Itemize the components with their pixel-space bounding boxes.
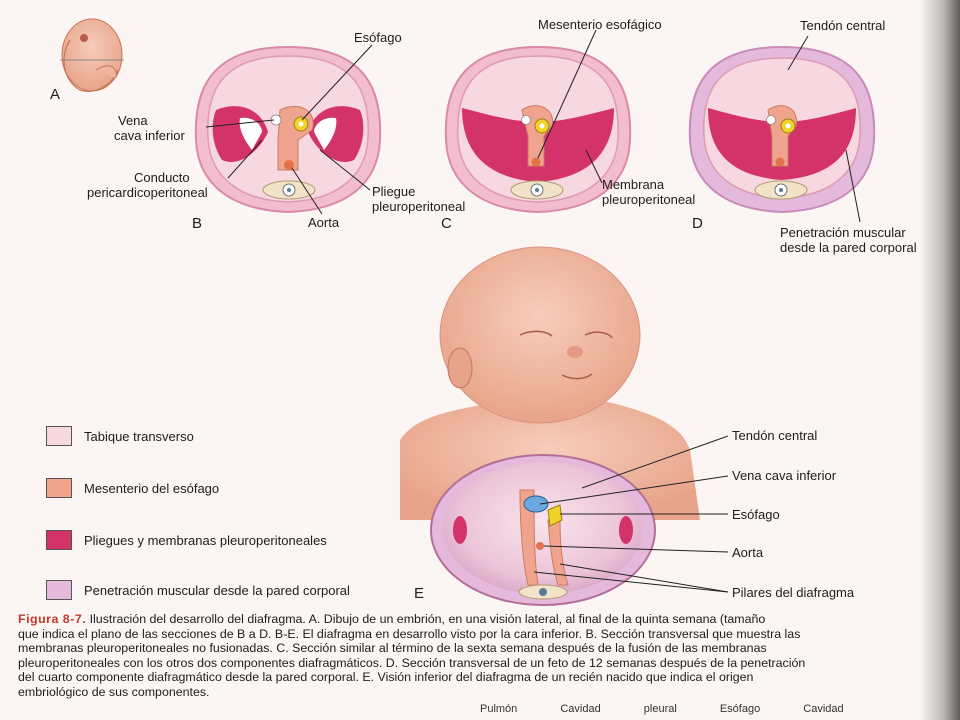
label-vena-cava-e: Vena cava inferior (732, 468, 837, 483)
label-aorta-e: Aorta (732, 545, 764, 560)
figure-caption: Figura 8-7. Ilustración del desarrollo d… (18, 612, 938, 700)
panel-letter-e: E (414, 585, 425, 602)
caption-line: del cuarto componente diafragmático desd… (18, 670, 754, 685)
legend-swatch (46, 580, 72, 600)
label-aorta-b: Aorta (308, 215, 340, 230)
panel-letter-c: C (441, 215, 452, 232)
label-pliegue-b-2: pleuroperitoneal (372, 199, 466, 214)
label-penetracion-d-1: Penetración muscular (780, 225, 906, 240)
caption-line: que indica el plano de las secciones de … (18, 626, 801, 641)
label-esofago-e: Esófago (732, 507, 780, 522)
label-pilares-e: Pilares del diafragma (732, 585, 855, 600)
section-diagram-c (444, 45, 632, 214)
label-conducto-b-2: pericardicoperitoneal (87, 185, 208, 200)
section-diagram-d (688, 45, 876, 214)
label-tendon-d: Tendón central (800, 18, 886, 33)
caption-line: membranas pleuroperitoneales no fusionad… (18, 641, 767, 656)
label-mesenterio-c: Mesenterio esofágico (538, 17, 662, 32)
label-conducto-b-1: Conducto (134, 170, 190, 185)
page-edge-shadow (920, 0, 960, 720)
panel-letter-a: A (50, 86, 61, 103)
caption-text: Ilustración del desarrollo del diafragma… (89, 612, 766, 626)
legend-item-tabique: Tabique transverso (46, 426, 194, 446)
next-page-strip: Pulmón Cavidad pleural Esófago Cavidad (480, 703, 844, 715)
newborn-drawing-e (400, 246, 700, 606)
embryo-drawing-a (60, 18, 124, 92)
caption-line: Figura 8-7. Ilustración del desarrollo d… (18, 612, 938, 627)
caption-figure-label: Figura 8-7. (18, 612, 87, 626)
legend-label: Tabique transverso (84, 428, 194, 444)
legend-item-pliegues: Pliegues y membranas pleuroperitoneales (46, 530, 327, 550)
label-membrana-c-1: Membrana (602, 177, 665, 192)
label-vena-cava-b-1: Vena (118, 113, 148, 128)
legend-swatch (46, 478, 72, 498)
caption-line: embriológico de sus componentes. (18, 684, 210, 699)
legend-item-mesenterio: Mesenterio del esófago (46, 478, 219, 498)
panel-letter-d: D (692, 215, 703, 232)
label-membrana-c-2: pleuroperitoneal (602, 192, 696, 207)
legend-label: Penetración muscular desde la pared corp… (84, 582, 350, 598)
panel-letter-b: B (192, 215, 203, 232)
label-esofago-b: Esófago (354, 30, 402, 45)
legend-swatch (46, 530, 72, 550)
label-penetracion-d-2: desde la pared corporal (780, 240, 917, 255)
section-diagram-b (194, 45, 382, 214)
label-vena-cava-b-2: cava inferior (114, 128, 185, 143)
label-tendon-e: Tendón central (732, 428, 818, 443)
legend-swatch (46, 426, 72, 446)
legend-label: Mesenterio del esófago (84, 480, 220, 496)
legend-item-penetracion: Penetración muscular desde la pared corp… (46, 580, 350, 600)
caption-line: pleuroperitoneales con los otros dos com… (18, 655, 806, 670)
label-pliegue-b-1: Pliegue (372, 184, 416, 199)
legend-label: Pliegues y membranas pleuroperitoneales (84, 532, 327, 548)
